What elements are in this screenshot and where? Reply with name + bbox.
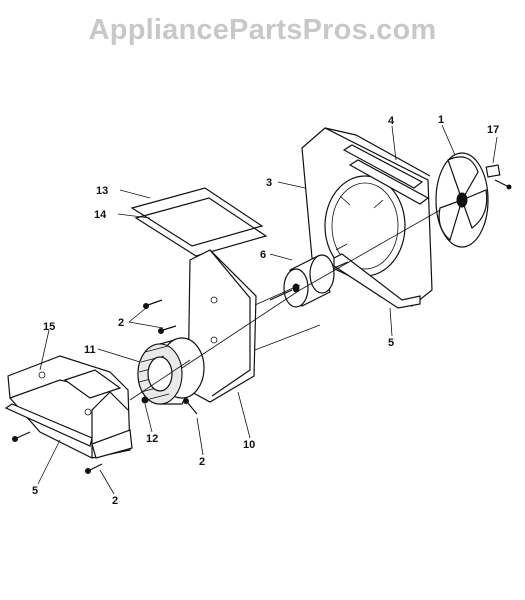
explosion-lines — [129, 209, 441, 401]
part-2-screw — [85, 463, 103, 474]
callout-4: 4 — [388, 115, 395, 127]
callout-6: 6 — [260, 249, 266, 261]
part-4-bracket — [342, 144, 430, 205]
part-15-blower-scroll — [7, 355, 131, 459]
watermark: AppliancePartsPros.com — [88, 14, 437, 46]
callout-10: 10 — [243, 439, 255, 451]
part-2-screw — [12, 431, 31, 442]
callout-2-lower: 2 — [112, 495, 118, 507]
callout-15: 15 — [43, 321, 55, 333]
callout-11: 11 — [84, 344, 96, 356]
callout-5-left: 5 — [32, 485, 38, 497]
part-1-fan-blade — [435, 152, 489, 248]
part-2-screw — [183, 398, 198, 415]
callout-2-middle: 2 — [199, 456, 205, 468]
callout-2-upper: 2 — [118, 317, 124, 329]
callout-3: 3 — [266, 177, 272, 189]
callout-17: 17 — [487, 124, 499, 136]
part-11-blower-wheel — [137, 337, 205, 405]
callout-1: 1 — [438, 114, 444, 126]
callout-14: 14 — [94, 209, 107, 221]
part-10-back-plate — [187, 249, 321, 403]
part-13-panel — [130, 187, 264, 247]
part-6-fan-motor — [269, 254, 349, 308]
part-2-screw — [158, 325, 177, 334]
leader-lines — [37, 124, 498, 495]
part-5-base-right — [333, 253, 421, 309]
part-5-base-left — [4, 403, 133, 459]
part-12-set-screw — [141, 396, 149, 404]
callout-12: 12 — [146, 433, 158, 445]
callout-13: 13 — [96, 185, 108, 197]
part-2-screw — [143, 299, 163, 309]
callout-5-right: 5 — [388, 337, 394, 349]
part-14-insulation — [134, 197, 268, 257]
part-17-clip — [485, 164, 512, 190]
